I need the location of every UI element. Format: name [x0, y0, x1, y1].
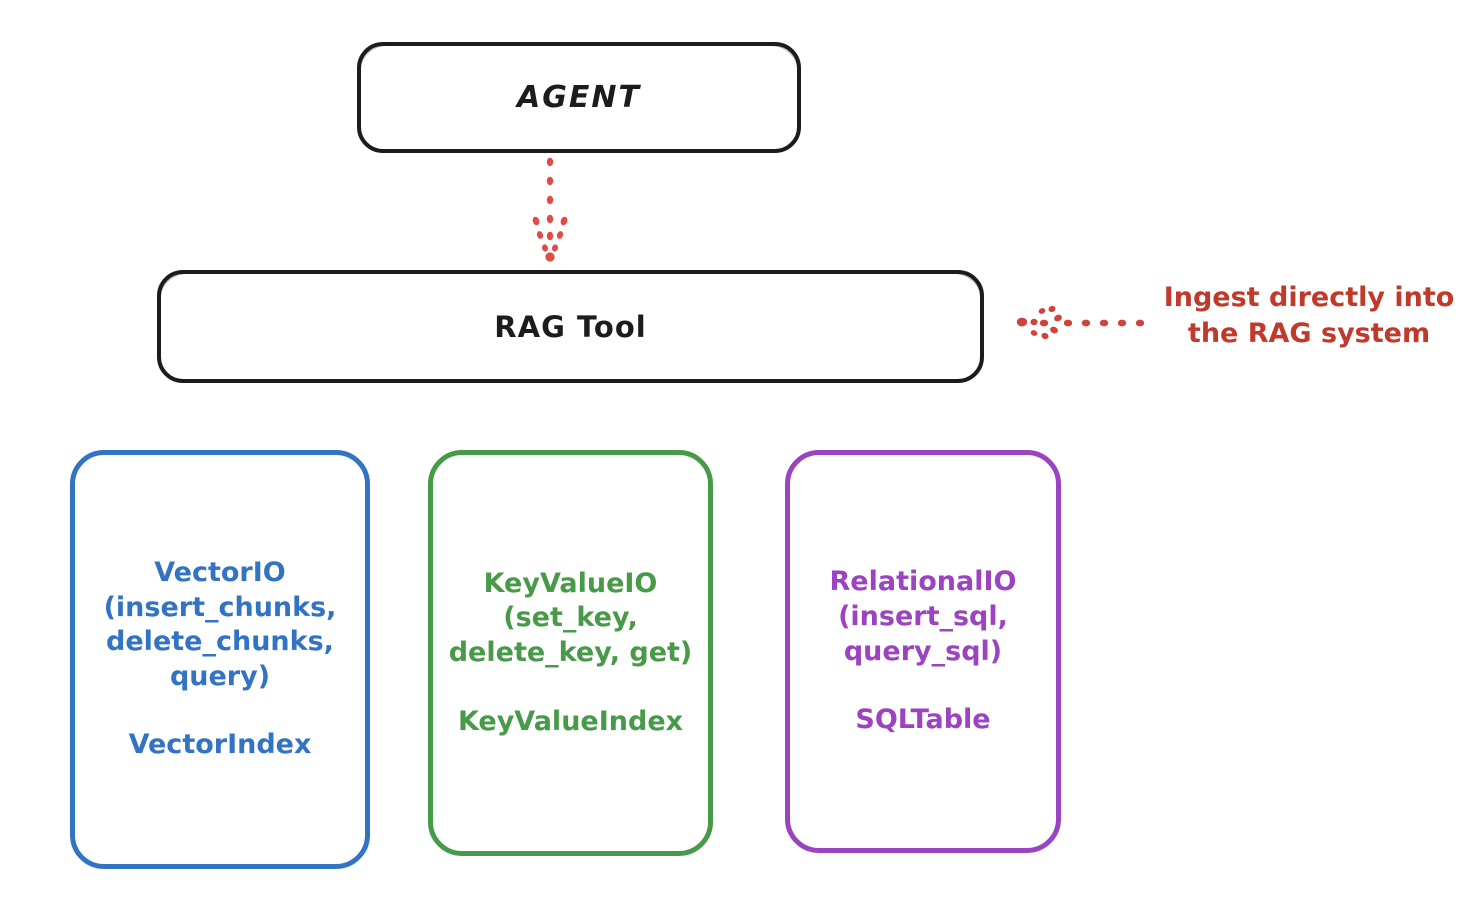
vector-io-node[interactable]: VectorIO (insert_chunks, delete_chunks, … — [70, 450, 370, 869]
ingest-annotation-text: Ingest directly into the RAG system — [1163, 282, 1455, 349]
rag-tool-node-label: RAG Tool — [494, 309, 647, 344]
key-value-index-label: KeyValueIndex — [457, 705, 684, 737]
rag-tool-node[interactable]: RAG Tool — [157, 270, 984, 383]
agent-node-label: AGENT — [517, 80, 641, 115]
agent-node[interactable]: AGENT — [357, 42, 801, 153]
key-value-io-node[interactable]: KeyValueIO (set_key, delete_key, get) Ke… — [428, 450, 713, 856]
relational-io-api-label: RelationalIO (insert_sql, query_sql) — [829, 566, 1017, 667]
relational-io-node[interactable]: RelationalIO (insert_sql, query_sql) SQL… — [785, 450, 1061, 853]
vector-index-label: VectorIndex — [128, 729, 312, 761]
key-value-io-api-label: KeyValueIO (set_key, delete_key, get) — [448, 567, 693, 668]
ingest-annotation-arrow — [1016, 305, 1145, 340]
vector-io-api-label: VectorIO (insert_chunks, delete_chunks, … — [103, 557, 337, 692]
agent-to-rag-tool-arrow — [532, 157, 568, 262]
sql-table-label: SQLTable — [855, 704, 991, 736]
